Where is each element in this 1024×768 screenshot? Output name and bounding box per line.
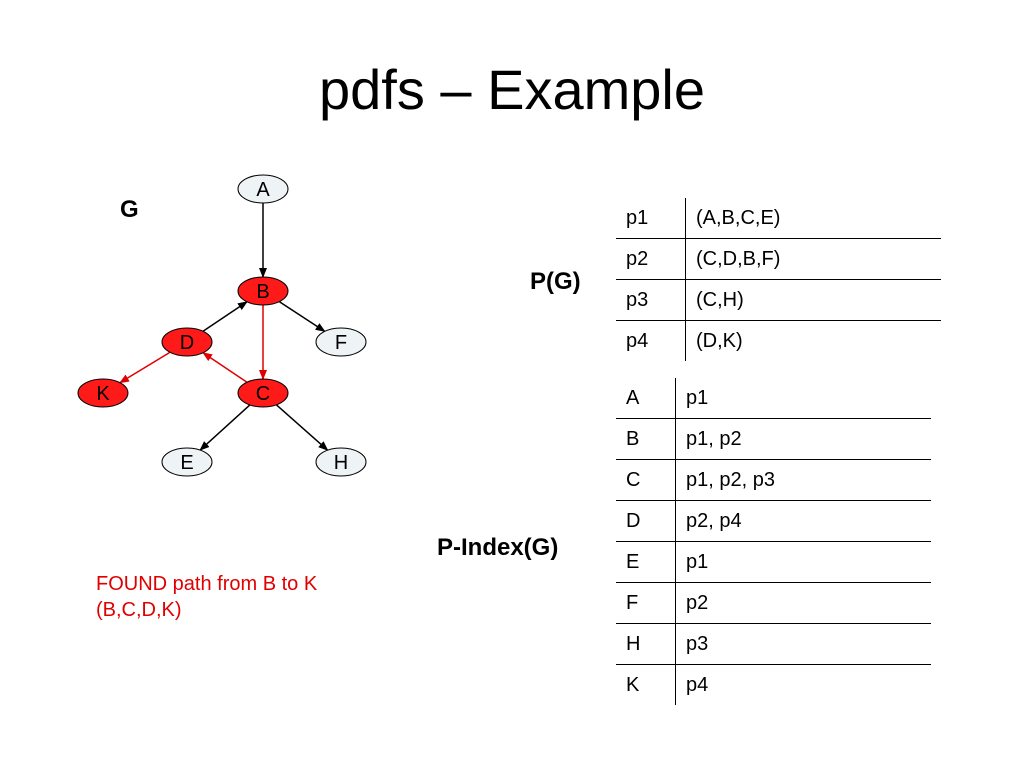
path-value: (A,B,C,E): [696, 206, 781, 229]
pg-table: p1 (A,B,C,E) p2 (C,D,B,F) p3 (C,H) p4 (D…: [616, 198, 941, 361]
edge-d-b: [202, 301, 248, 332]
node-label: E: [180, 452, 193, 474]
table-row: B p1, p2: [616, 418, 931, 460]
graph-label: G: [120, 196, 139, 223]
path-id: p2: [616, 238, 686, 280]
pg-label: P(G): [530, 268, 581, 295]
node-id: B: [616, 418, 676, 460]
node-c: C: [237, 378, 289, 408]
table-row: p4 (D,K): [616, 320, 941, 361]
node-shape: [77, 378, 129, 408]
node-shape: [237, 378, 289, 408]
node-shape: [315, 327, 367, 357]
table-row: C p1, p2, p3: [616, 459, 931, 501]
node-label: A: [256, 179, 270, 201]
node-paths: p2, p4: [675, 500, 931, 542]
node-e: E: [161, 447, 213, 477]
path-value: (C,H): [685, 279, 941, 321]
found-path-note: FOUND path from B to K (B,C,D,K): [96, 571, 317, 623]
pindex-table: A p1 B p1, p2 C p1, p2, p3 D p2, p4 E p1…: [616, 378, 931, 705]
path-id: p4: [616, 320, 686, 361]
table-row: p1 (A,B,C,E): [616, 198, 941, 239]
node-d: D: [161, 327, 213, 357]
table-row: E p1: [616, 541, 931, 583]
node-label: H: [334, 452, 348, 474]
table-row: D p2, p4: [616, 500, 931, 542]
table-row: F p2: [616, 582, 931, 624]
edge-d-k: [119, 351, 171, 384]
node-a: A: [237, 174, 289, 204]
table-row: p3 (C,H): [616, 279, 941, 321]
node-paths: p1, p2, p3: [675, 459, 931, 501]
found-path-line1: FOUND path from B to K: [96, 573, 318, 595]
node-paths: p1, p2: [675, 418, 931, 460]
slide-title: pdfs – Example: [319, 58, 705, 121]
node-label: C: [256, 383, 270, 405]
node-k: K: [77, 378, 129, 408]
path-id: p3: [616, 279, 686, 321]
edge-c-d: [202, 352, 248, 383]
pindex-label: P-Index(G): [437, 534, 559, 561]
node-paths: p1: [675, 541, 931, 583]
edge-c-h: [275, 404, 329, 451]
node-f: F: [315, 327, 367, 357]
path-value: (D,K): [685, 320, 941, 361]
node-b: B: [237, 276, 289, 306]
node-paths: p4: [675, 664, 931, 705]
node-id: A: [616, 378, 676, 419]
table-row: H p3: [616, 623, 931, 665]
table-row: K p4: [616, 664, 931, 705]
node-label: K: [96, 383, 110, 405]
node-shape: [161, 447, 213, 477]
node-h: H: [315, 447, 367, 477]
node-id: C: [616, 459, 676, 501]
node-shape: [315, 447, 367, 477]
table-row: p2 (C,D,B,F): [616, 238, 941, 280]
node-id: E: [616, 541, 676, 583]
table-row: A p1: [616, 378, 931, 419]
node-label: F: [335, 332, 347, 354]
edges-layer: [119, 203, 329, 451]
node-paths: p1: [686, 386, 709, 409]
node-label: D: [180, 332, 194, 354]
node-label: B: [256, 281, 269, 303]
node-id: F: [616, 582, 676, 624]
nodes-layer: A B D F K C E H: [77, 174, 367, 477]
node-id: H: [616, 623, 676, 665]
node-paths: p3: [675, 623, 931, 665]
node-shape: [237, 174, 289, 204]
node-id: D: [616, 500, 676, 542]
edge-c-e: [199, 404, 251, 451]
node-paths: p2: [675, 582, 931, 624]
node-id: K: [616, 664, 676, 705]
node-shape: [161, 327, 213, 357]
edge-b-f: [278, 301, 326, 332]
found-path-line2: (B,C,D,K): [96, 599, 182, 621]
path-value: (C,D,B,F): [685, 238, 941, 280]
node-shape: [237, 276, 289, 306]
path-id: p1: [616, 198, 686, 239]
